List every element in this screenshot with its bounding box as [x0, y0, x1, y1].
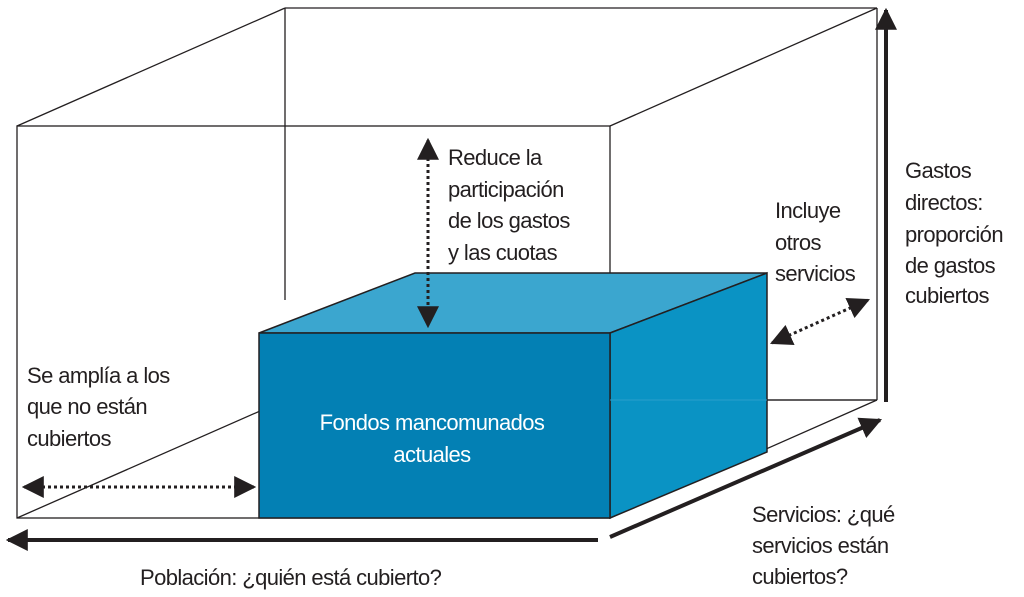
services-extend-arrow [769, 298, 871, 345]
label-line: proporción [905, 222, 1003, 247]
current-pool-label: Fondos mancomunados actuales [320, 410, 546, 467]
population-extend-label: Se amplía a los que no están cubiertos [27, 363, 171, 451]
label-line: y las cuotas [448, 240, 558, 265]
label-line: Gastos [905, 158, 972, 183]
label-line: servicios están [752, 533, 889, 558]
label-line: otros [775, 230, 822, 255]
direct-costs-label: Gastos directos: proporción de gastos cu… [905, 158, 1004, 308]
bottom-left-edge [16, 399, 286, 519]
label-line: servicios [775, 261, 856, 286]
services-axis-label: Servicios: ¿qué servicios están cubierto… [752, 502, 896, 589]
current-pooled-funds-box [258, 271, 768, 520]
label-line: Incluye [775, 198, 841, 223]
services-axis-arrow [609, 417, 883, 539]
top-left-edge [16, 7, 286, 127]
label-line: cubiertos [27, 426, 111, 451]
population-axis-label: Población: ¿quién está cubierto? [140, 565, 442, 590]
cost-share-label: Reduce la participación de los gastos y … [448, 145, 571, 265]
label-line: que no están [27, 394, 147, 419]
label-line: Se amplía a los [27, 363, 170, 388]
label-line: directos: [905, 190, 983, 215]
label-line: cubiertos [905, 283, 989, 308]
label-line: actuales [393, 442, 471, 467]
label-line: de los gastos [448, 208, 570, 233]
label-line: Servicios: ¿qué [752, 502, 895, 527]
services-extend-label: Incluye otros servicios [775, 198, 856, 286]
top-right-edge [609, 7, 878, 127]
label-line: de gastos [905, 253, 996, 278]
label-line: Fondos mancomunados [320, 410, 545, 435]
label-line: participación [448, 177, 564, 202]
label-line: Reduce la [448, 145, 543, 170]
box-front-face [258, 332, 611, 519]
label-line: cubiertos? [752, 564, 848, 589]
